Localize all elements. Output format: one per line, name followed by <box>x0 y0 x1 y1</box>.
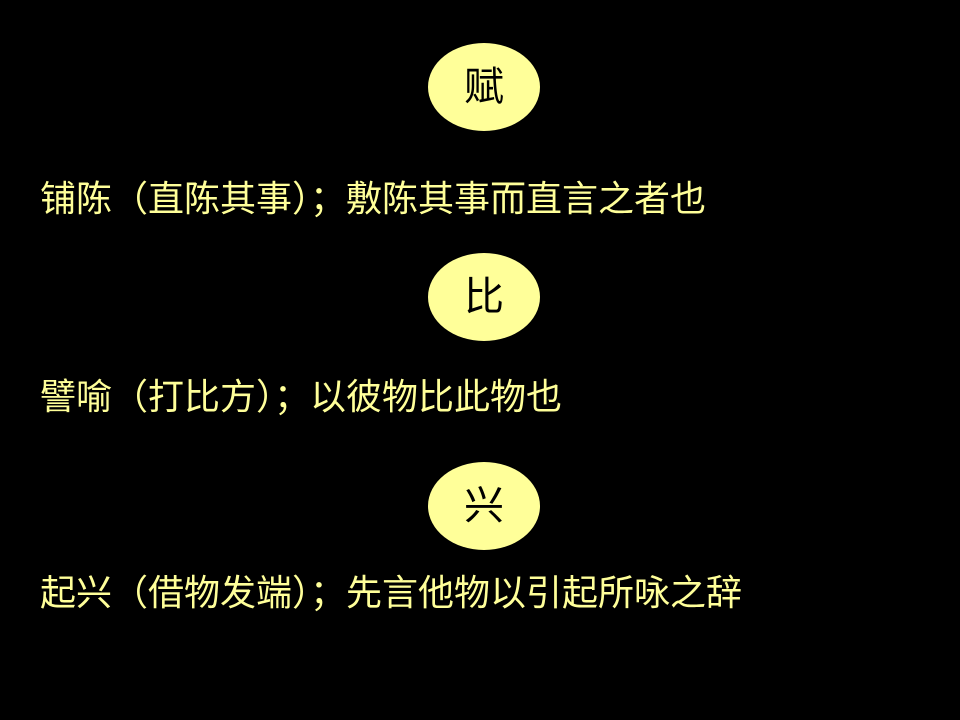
definition-xing: 起兴（借物发端）；先言他物以引起所咏之辞 <box>40 573 743 614</box>
term-badge-fu: 赋 <box>428 43 540 131</box>
term-badge-xing: 兴 <box>428 462 540 550</box>
definition-fu: 铺陈（直陈其事）；敷陈其事而直言之者也 <box>40 179 707 220</box>
term-label: 兴 <box>464 483 504 529</box>
term-badge-bi: 比 <box>428 253 540 341</box>
term-label: 赋 <box>464 64 504 110</box>
term-label: 比 <box>464 274 504 320</box>
definition-bi: 譬喻（打比方）；以彼物比此物也 <box>40 377 563 418</box>
